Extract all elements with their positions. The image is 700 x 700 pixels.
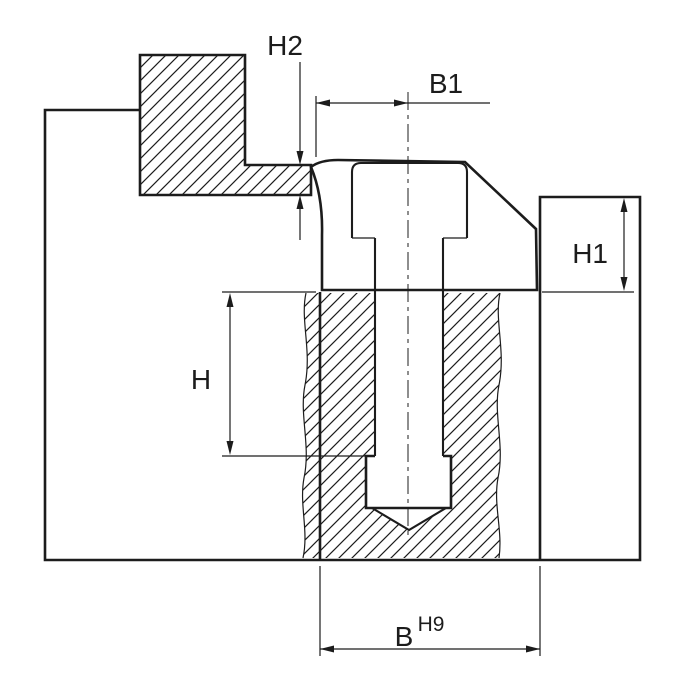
clamp-body: [309, 158, 539, 292]
dim-h-top-arrowhead: [226, 293, 234, 307]
hatch-area-right: [409, 293, 502, 558]
clamp-contour: [309, 158, 539, 292]
dim-b1-right-arrowhead: [394, 99, 408, 107]
dim-b-fit-label: H9: [418, 613, 445, 636]
dimension-b1: B1: [315, 68, 490, 157]
bolt-head-top: [350, 161, 469, 238]
dim-h2-upper-arrowhead: [296, 151, 304, 165]
dim-h1-top-arrowhead: [620, 198, 628, 212]
dim-b1-left-arrowhead: [316, 99, 330, 107]
break-line-right: [495, 292, 502, 559]
dim-h1-label: H1: [572, 238, 608, 269]
dim-h-bottom-arrowhead: [226, 441, 234, 455]
bolt-tip-chamfer: [371, 507, 447, 532]
section-break-lines: [301, 292, 502, 559]
dim-b-right-arrowhead: [526, 645, 540, 653]
table-contour: [43, 108, 642, 562]
dimension-h1: H1: [542, 198, 634, 293]
dimension-h: H: [191, 291, 366, 457]
bolt-shaft: [373, 238, 445, 456]
hatch-area-left: [302, 293, 409, 558]
break-line-left: [301, 292, 308, 559]
dim-b-label: B: [395, 621, 414, 652]
dim-h-label: H: [191, 364, 211, 395]
dim-h2-label: H2: [267, 30, 303, 61]
machine-table-outline: [43, 108, 642, 562]
dimension-h2: H2: [267, 30, 304, 240]
dim-h2-lower-arrowhead: [296, 195, 304, 209]
table-section-hatching: [302, 293, 502, 558]
dimension-b: B H9: [319, 566, 541, 656]
clamp-bolt: [350, 161, 469, 532]
workpiece-contour: [138, 53, 313, 197]
dim-b-left-arrowhead: [320, 645, 334, 653]
workpiece-section: [138, 53, 313, 197]
dim-h1-bottom-arrowhead: [620, 277, 628, 291]
dim-b1-label: B1: [429, 68, 463, 99]
